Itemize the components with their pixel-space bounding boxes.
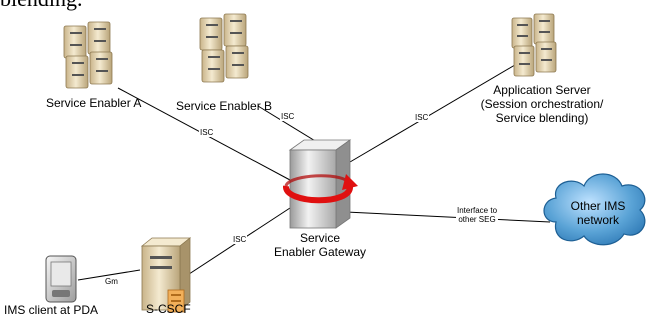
interface-line-1: Interface to xyxy=(457,206,498,215)
gateway-server-icon xyxy=(283,139,358,229)
link-pda-scscf xyxy=(77,269,141,281)
cloud-icon xyxy=(543,173,646,246)
interface-line-2: other SEG xyxy=(458,215,496,225)
link-appserver-seg xyxy=(349,61,521,163)
edge-label-isc-a: ISC xyxy=(199,128,215,138)
label-other-ims-network: Other IMS network xyxy=(566,199,630,228)
seg-line-1: Service xyxy=(299,231,340,245)
page-text-fragment: blending. xyxy=(0,0,83,12)
server-icon xyxy=(140,237,192,313)
link-seg-cloud xyxy=(345,211,551,223)
edge-label-gm: Gm xyxy=(104,277,119,287)
other-ims-line-1: Other IMS xyxy=(570,199,626,213)
edge-label-isc-scscf: ISC xyxy=(232,235,248,245)
label-application-server: Application Server (Session orchestratio… xyxy=(468,83,616,125)
label-service-enabler-b: Service Enabler B xyxy=(176,99,273,113)
app-server-line-1: Application Server xyxy=(493,83,591,97)
pda-icon xyxy=(45,255,77,303)
server-stack-icon xyxy=(199,13,249,83)
label-s-cscf: S-CSCF xyxy=(146,302,191,316)
rotation-arrow-icon xyxy=(283,185,353,204)
app-server-line-3: Service blending) xyxy=(495,110,589,125)
edge-label-isc-app: ISC xyxy=(414,113,430,123)
app-server-line-2: (Session orchestration/ xyxy=(480,96,604,111)
other-ims-line-2: network xyxy=(576,212,620,227)
edge-label-isc-b: ISC xyxy=(280,112,296,122)
server-stack-icon xyxy=(63,21,113,89)
seg-line-2: Enabler Gateway xyxy=(273,244,367,259)
label-ims-client: IMS client at PDA xyxy=(4,303,99,317)
label-service-enabler-gateway: Service Enabler Gateway xyxy=(264,231,376,260)
label-service-enabler-a: Service Enabler A xyxy=(46,96,142,110)
edge-label-interface-seg: Interface to other SEG xyxy=(456,206,499,225)
server-stack-icon xyxy=(511,13,557,77)
